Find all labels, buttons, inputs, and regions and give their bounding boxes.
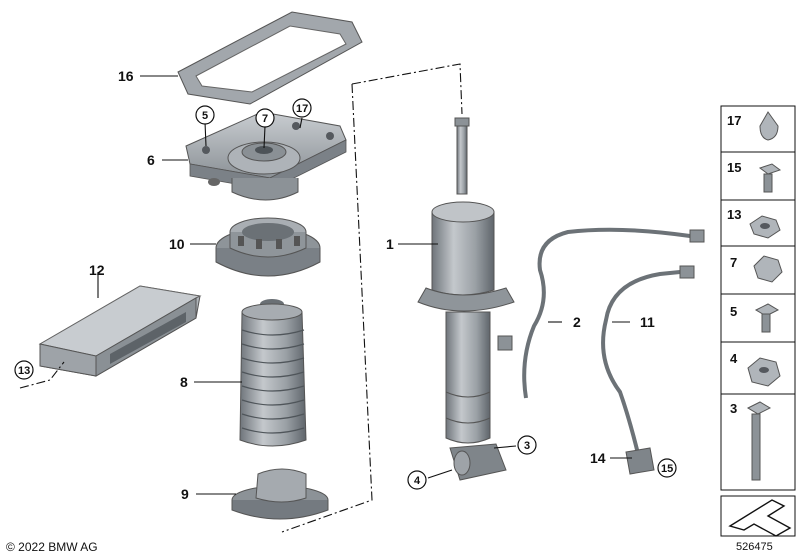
callout-2: 2 xyxy=(573,314,581,330)
sidebar-label: 7 xyxy=(730,255,737,270)
sidebar-label: 5 xyxy=(730,304,737,319)
shock-absorber xyxy=(417,117,515,481)
sidebar-label: 17 xyxy=(727,113,741,128)
callout-14: 14 xyxy=(590,450,606,466)
copyright-text: © 2022 BMW AG xyxy=(6,540,98,554)
sensor-cable-2 xyxy=(601,265,695,475)
callout-8: 8 xyxy=(180,374,188,390)
callout-12: 12 xyxy=(89,262,105,278)
callout-7: 7 xyxy=(262,113,268,125)
sensor-cable xyxy=(497,227,705,399)
strut-mount xyxy=(185,111,347,201)
sidebar-label: 4 xyxy=(730,351,738,366)
callout-16: 16 xyxy=(118,68,134,84)
assembly-line xyxy=(351,63,463,115)
circled-callouts xyxy=(14,98,677,490)
callout-4: 4 xyxy=(414,475,421,487)
callout-6: 6 xyxy=(147,152,155,168)
dust-boot xyxy=(239,299,307,447)
leader-lines xyxy=(97,75,632,495)
callout-10: 10 xyxy=(169,236,185,252)
callout-5: 5 xyxy=(202,110,208,122)
callout-17: 17 xyxy=(296,103,308,115)
sidebar-label: 15 xyxy=(727,160,741,175)
assembly-line xyxy=(19,361,65,389)
callout-11: 11 xyxy=(640,314,655,330)
callout-13: 13 xyxy=(18,365,30,377)
callout-1: 1 xyxy=(386,236,394,252)
direction-arrow-icon xyxy=(728,499,792,537)
small-parts-sidebar: 17 15 13 7 5 4 3 xyxy=(720,105,796,537)
spring-seat xyxy=(215,217,321,277)
sidebar-label: 13 xyxy=(727,207,741,222)
callout-15: 15 xyxy=(661,463,673,475)
lower-seat xyxy=(231,468,329,520)
assembly-line xyxy=(281,83,373,533)
callout-3: 3 xyxy=(524,440,530,452)
control-unit xyxy=(38,285,202,377)
sidebar-label: 3 xyxy=(730,401,737,416)
callout-9: 9 xyxy=(181,486,189,502)
diagram-id: 526475 xyxy=(736,541,773,553)
frame-gasket xyxy=(177,11,363,105)
